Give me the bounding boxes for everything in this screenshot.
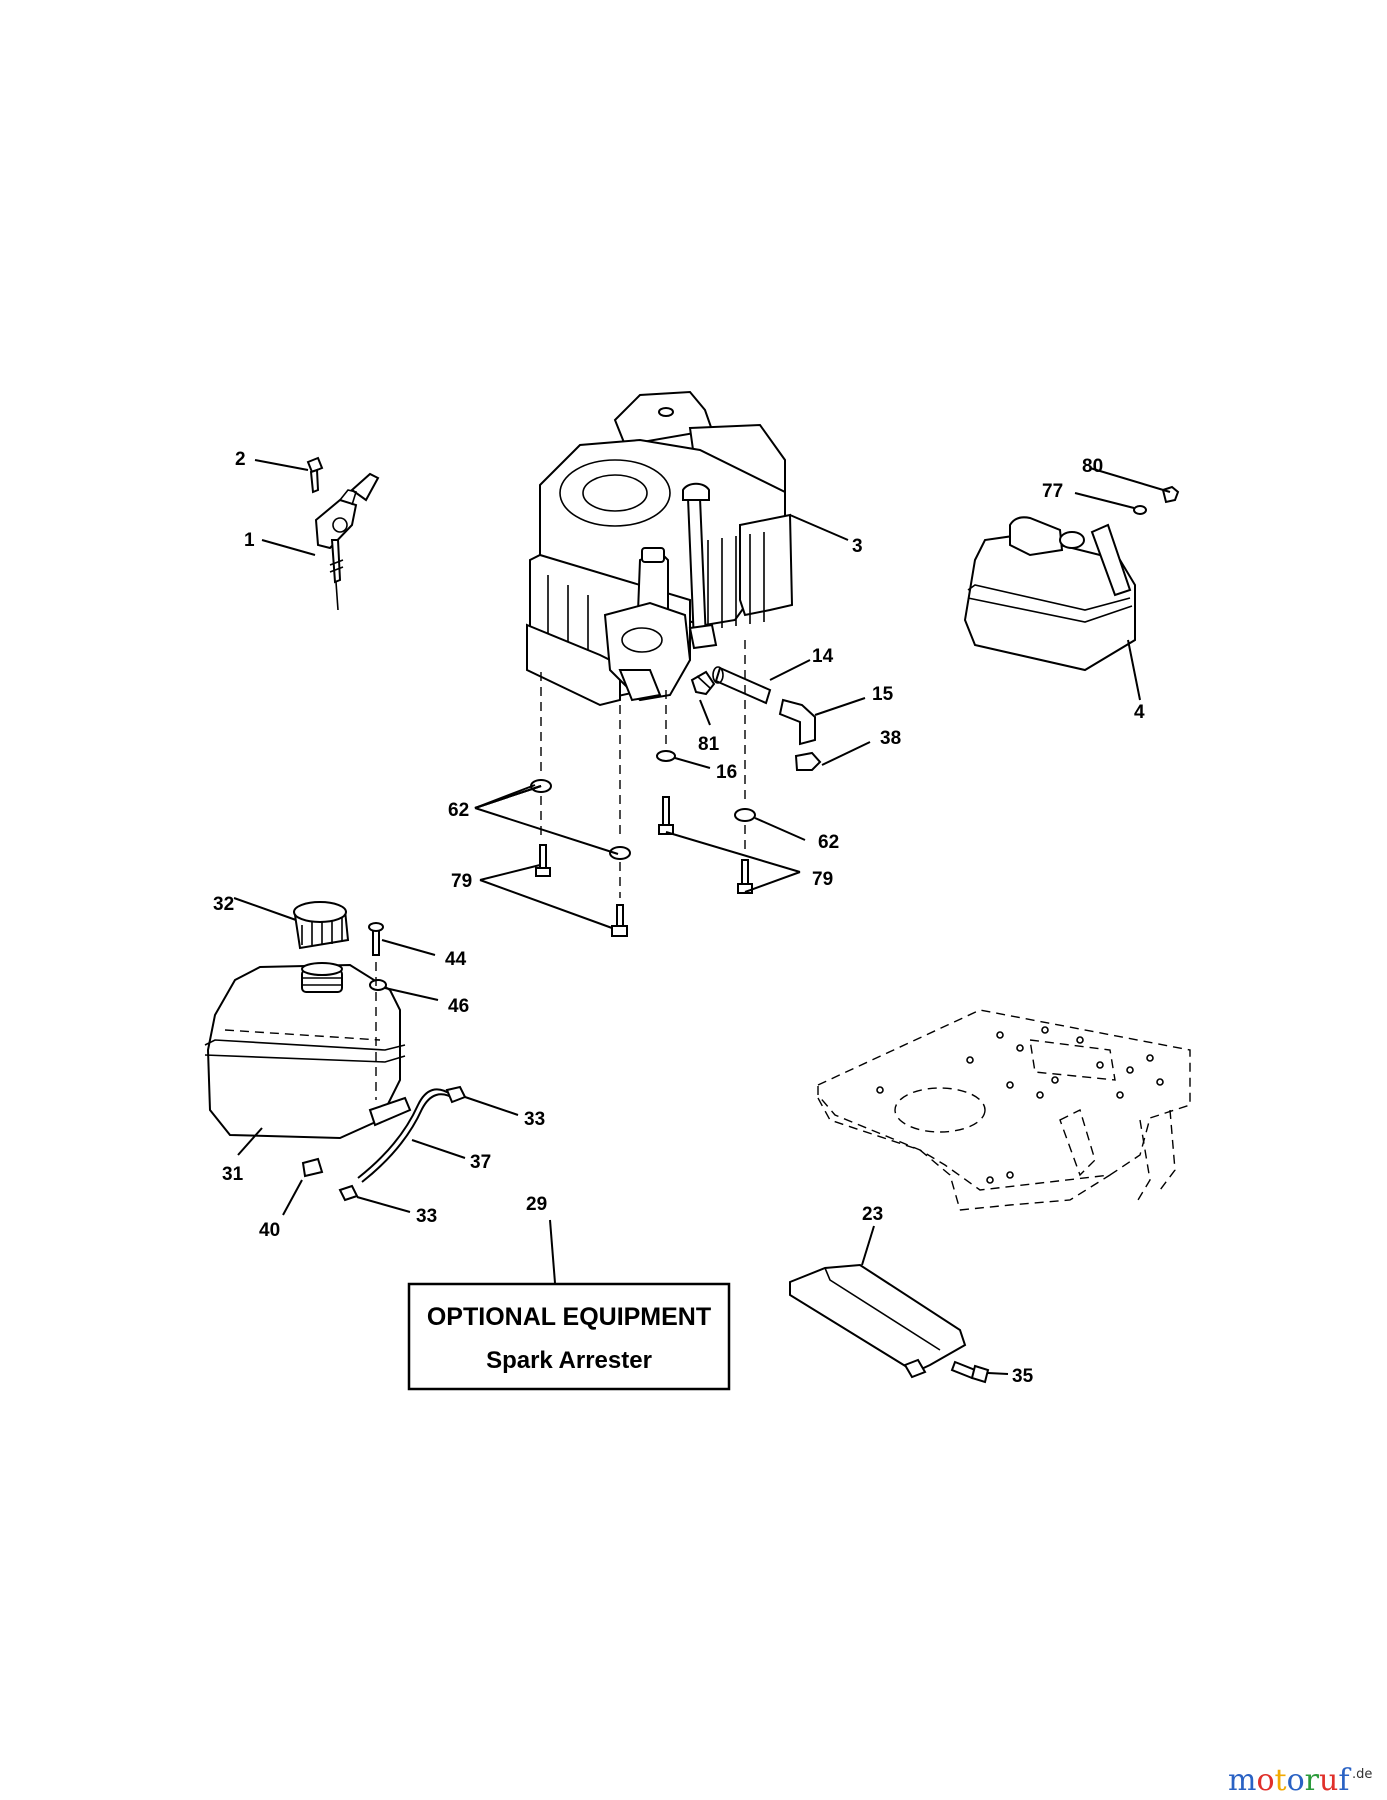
motoruf-logo-letter: o [1287,1763,1305,1798]
throttle-control-part [306,456,380,611]
heat-shield-part [789,1263,967,1379]
bolt-35 [950,1360,990,1384]
callout-79-right: 79 [812,869,833,890]
callout-31: 31 [222,1164,244,1185]
callout-33-lower: 33 [416,1206,437,1227]
callout-32: 32 [213,894,234,915]
callout-15: 15 [872,684,894,705]
motoruf-logo-letter: r [1305,1763,1320,1798]
callout-29: 29 [526,1194,547,1215]
callout-35: 35 [1012,1366,1034,1387]
motoruf-logo-letter: f [1338,1763,1351,1798]
bolt-parts [535,796,753,937]
spark-arrester-label: Spark Arrester [486,1347,652,1374]
fuel-tank-part [204,901,412,1140]
motoruf-logo-letter: o [1256,1763,1274,1798]
optional-equipment-title: OPTIONAL EQUIPMENT [427,1303,711,1331]
part-38-nut [794,751,822,771]
callout-1: 1 [244,530,255,551]
callout-23: 23 [862,1204,883,1225]
leader-lines [233,459,1171,1375]
callout-33-upper: 33 [524,1109,545,1130]
engine-part [526,390,794,707]
part-81-fitting [690,670,716,696]
part-15-elbow [778,698,816,746]
callout-14: 14 [812,646,834,667]
optional-equipment-box: OPTIONAL EQUIPMENT Spark Arrester [407,1282,731,1391]
callout-46: 46 [448,996,469,1017]
callout-16: 16 [716,762,737,783]
frame-part [817,1009,1191,1211]
callout-81: 81 [698,734,720,755]
part-14-pipe [712,666,772,705]
callout-38: 38 [880,728,901,749]
callout-3: 3 [852,536,863,557]
callout-62-right: 62 [818,832,839,853]
motoruf-logo-letter: m [1228,1763,1256,1798]
fuel-line-part [301,1085,467,1202]
motoruf-logo: motoruf .de [1228,1763,1372,1798]
callout-40: 40 [259,1220,280,1241]
callout-79-left: 79 [451,871,472,892]
motoruf-logo-suffix: .de [1352,1767,1372,1782]
callout-44: 44 [445,949,467,970]
callout-4: 4 [1134,702,1145,723]
callout-2: 2 [235,449,246,470]
muffler-part [963,485,1180,672]
callout-37: 37 [470,1152,491,1173]
callout-80: 80 [1082,456,1103,477]
callout-77: 77 [1042,481,1063,502]
motoruf-logo-letter: u [1319,1763,1338,1798]
motoruf-logo-letter: t [1275,1763,1287,1798]
callout-62-left: 62 [448,800,469,821]
assembly-lines [540,640,746,898]
svg-text:motoruf: motoruf [1228,1763,1351,1798]
callout-labels: 2 1 3 80 77 4 14 15 38 81 16 62 62 79 79… [213,449,1145,1387]
